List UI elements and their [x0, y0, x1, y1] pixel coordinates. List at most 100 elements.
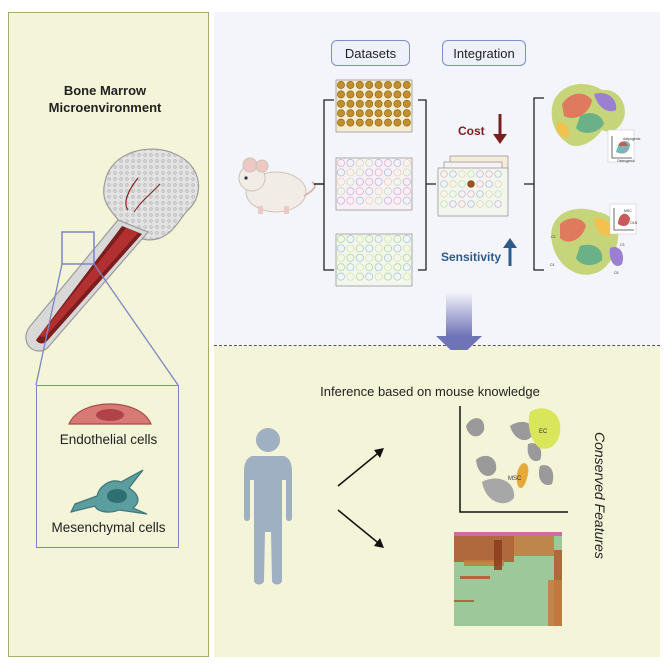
plate-well: [346, 118, 355, 127]
plate-well: [402, 168, 411, 177]
sensitivity-label: Sensitivity: [441, 250, 502, 264]
plate-well: [449, 200, 457, 208]
plate-well: [365, 272, 374, 281]
plate-well: [337, 187, 345, 196]
dashed-divider: [214, 345, 660, 346]
plate-well: [476, 170, 484, 178]
panel-title: Bone Marrow Microenvironment: [20, 82, 190, 116]
plate-well: [355, 81, 364, 89]
plate-well: [384, 90, 392, 99]
plate-well: [440, 200, 448, 208]
plate-well: [393, 235, 402, 243]
plate-well: [346, 109, 355, 118]
title-line-2: Microenvironment: [48, 100, 162, 115]
plate-well: [365, 196, 374, 205]
plate-well: [402, 235, 411, 243]
plate-well: [384, 187, 392, 196]
plate-well: [476, 180, 484, 188]
umap-plot-2: MSC OLN C2 C3 C4 C5: [550, 203, 638, 275]
plate-well: [384, 118, 392, 127]
plate-well: [384, 253, 392, 262]
plate-well: [355, 235, 364, 243]
plate-well: [393, 187, 402, 196]
integration-pill: Integration: [442, 40, 526, 66]
endothelial-cell-icon: [68, 403, 152, 425]
plate-well: [384, 196, 392, 205]
plate-well: [393, 244, 402, 253]
heatmap: [454, 532, 562, 626]
plate-well: [365, 81, 374, 89]
plate-well: [337, 196, 345, 205]
integration-diagram: Adipogenic Osteogenic MSC OLN C2 C3 C4 C…: [238, 79, 641, 350]
plate-well: [365, 187, 374, 196]
plate-well: [337, 272, 345, 281]
cell-types-inset: Endothelial cells Mesenchymal cells: [36, 385, 179, 548]
heatmap-band: [460, 576, 490, 579]
plate-well: [374, 159, 383, 167]
plate-well: [355, 99, 364, 108]
plate-well: [384, 159, 392, 167]
svg-text:C5: C5: [614, 271, 619, 275]
plate-well: [374, 263, 383, 272]
plate-well: [337, 99, 345, 108]
plate-well: [337, 118, 345, 127]
plate-well: [440, 180, 448, 188]
plate-well: [440, 170, 448, 178]
plate-well: [402, 159, 411, 167]
plate-well: [365, 90, 374, 99]
svg-text:MSC: MSC: [624, 209, 632, 213]
inference-diagram: EC MSC: [244, 406, 568, 626]
plate-well: [346, 272, 355, 281]
plate-well: [346, 81, 355, 89]
plate-well: [346, 235, 355, 243]
plate-well: [393, 272, 402, 281]
svg-text:Adipogenic: Adipogenic: [623, 137, 641, 141]
plate-well: [393, 253, 402, 262]
plate-well: [355, 196, 364, 205]
plate-well: [365, 118, 374, 127]
plate-well: [449, 190, 457, 198]
plate-well: [365, 235, 374, 243]
plate-well: [393, 81, 402, 89]
cost-label: Cost: [458, 124, 485, 138]
plate-well: [374, 99, 383, 108]
plate-well: [355, 90, 364, 99]
plate-well: [374, 253, 383, 262]
plate-well: [337, 263, 345, 272]
plate-well: [337, 90, 345, 99]
plate-well: [374, 177, 383, 186]
plate-well: [494, 170, 502, 178]
svg-text:OLN: OLN: [630, 221, 638, 225]
plate-well: [393, 90, 402, 99]
plate-well: [393, 196, 402, 205]
plate-well: [374, 244, 383, 253]
human-umap-scatter: EC MSC: [459, 406, 568, 513]
plate-well: [458, 190, 466, 198]
plate-well: [440, 190, 448, 198]
plate-well: [393, 118, 402, 127]
plate-well: [337, 177, 345, 186]
mouse-icon: [238, 157, 316, 214]
plate-well: [346, 187, 355, 196]
umap-plot-1: Adipogenic Osteogenic: [551, 84, 641, 163]
plate-well: [485, 180, 493, 188]
mesenchymal-cell-icon: [69, 469, 148, 515]
plate-well: [337, 253, 345, 262]
heatmap-band: [514, 536, 554, 556]
plate-well: [365, 177, 374, 186]
plate-well: [365, 109, 374, 118]
plate-well: [393, 159, 402, 167]
plate-well: [346, 253, 355, 262]
plate-well: [467, 190, 475, 198]
plate-well: [355, 168, 364, 177]
plate-well: [337, 81, 345, 89]
plate-well: [355, 244, 364, 253]
human-icon: [244, 428, 292, 585]
plate-well: [346, 244, 355, 253]
plate-well: [337, 168, 345, 177]
plate-well: [337, 235, 345, 243]
plate-well: [355, 263, 364, 272]
svg-text:C4: C4: [550, 263, 555, 267]
plate-well: [402, 196, 411, 205]
plate-well: [485, 190, 493, 198]
